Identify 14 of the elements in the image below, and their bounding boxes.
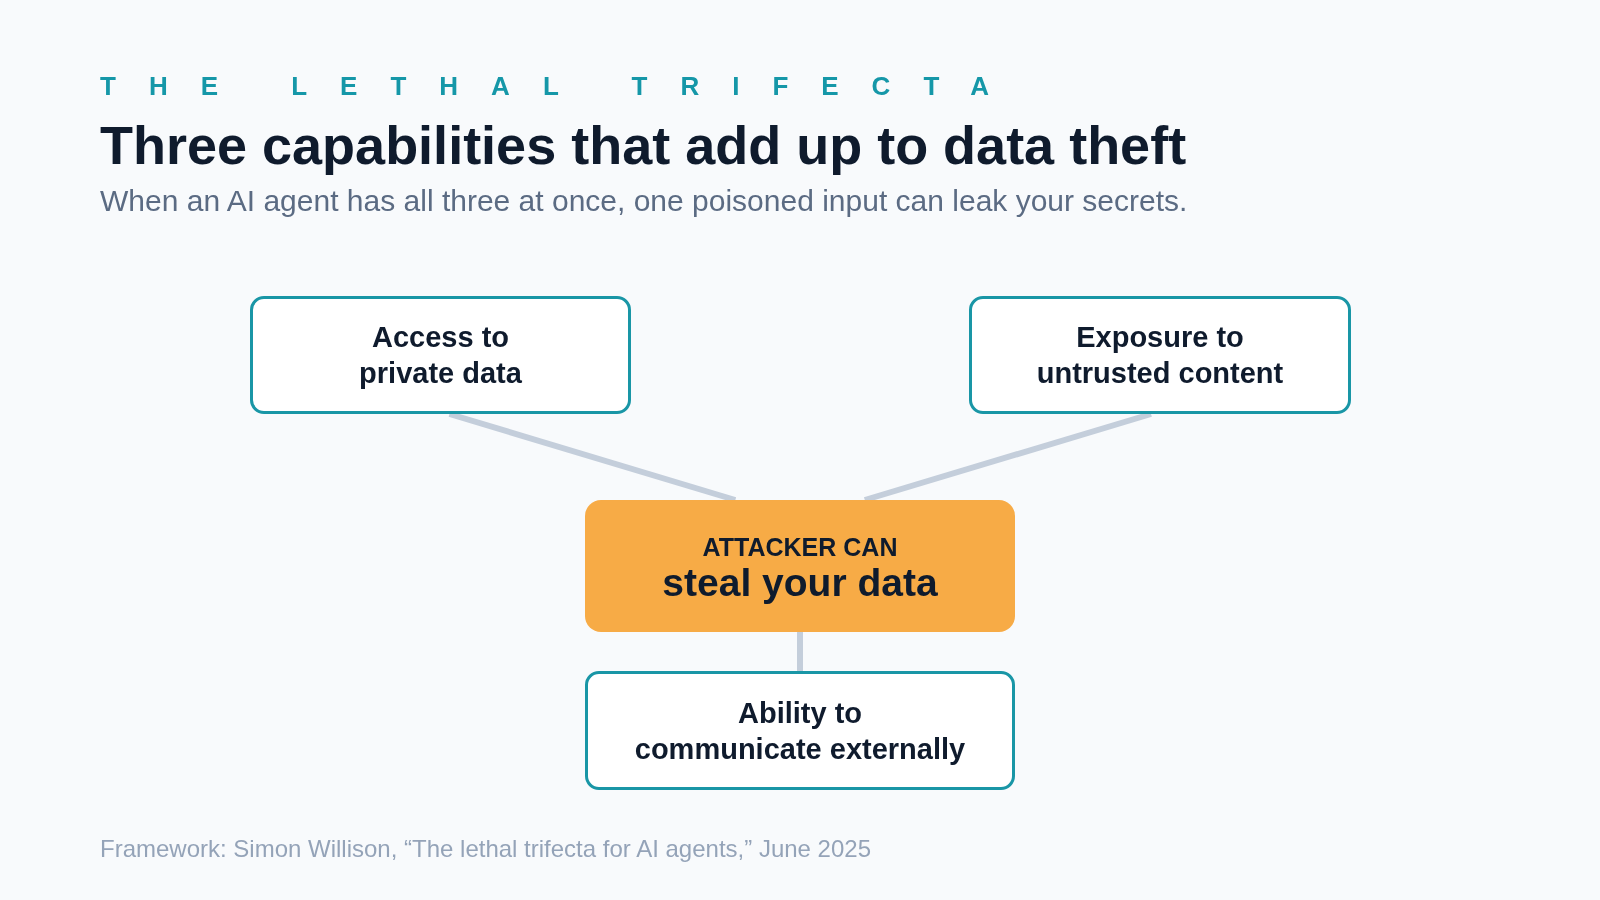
outcome-kicker: ATTACKER CAN [702, 533, 898, 561]
outcome-text: steal your data [662, 561, 938, 605]
capability-text: Ability to communicate externally [634, 695, 966, 767]
capability-box [969, 296, 1351, 414]
title: Three capabilities that add up to data theft [100, 117, 1187, 173]
connector-line [797, 632, 803, 671]
outcome-box [585, 500, 1015, 632]
source-caption: Framework: Simon Willison, “The lethal trifecta for AI agents,” June 2025 [100, 836, 871, 862]
capability-box [250, 296, 631, 414]
kicker-heading: THE LETHAL TRIFECTA [100, 73, 1023, 99]
capability-text: Access to private data [359, 320, 522, 391]
capability-text: Exposure to untrusted content [1036, 320, 1284, 391]
subtitle: When an AI agent has all three at once, one poisoned input can leak your secrets. [100, 186, 1188, 216]
capability-box [585, 671, 1015, 790]
